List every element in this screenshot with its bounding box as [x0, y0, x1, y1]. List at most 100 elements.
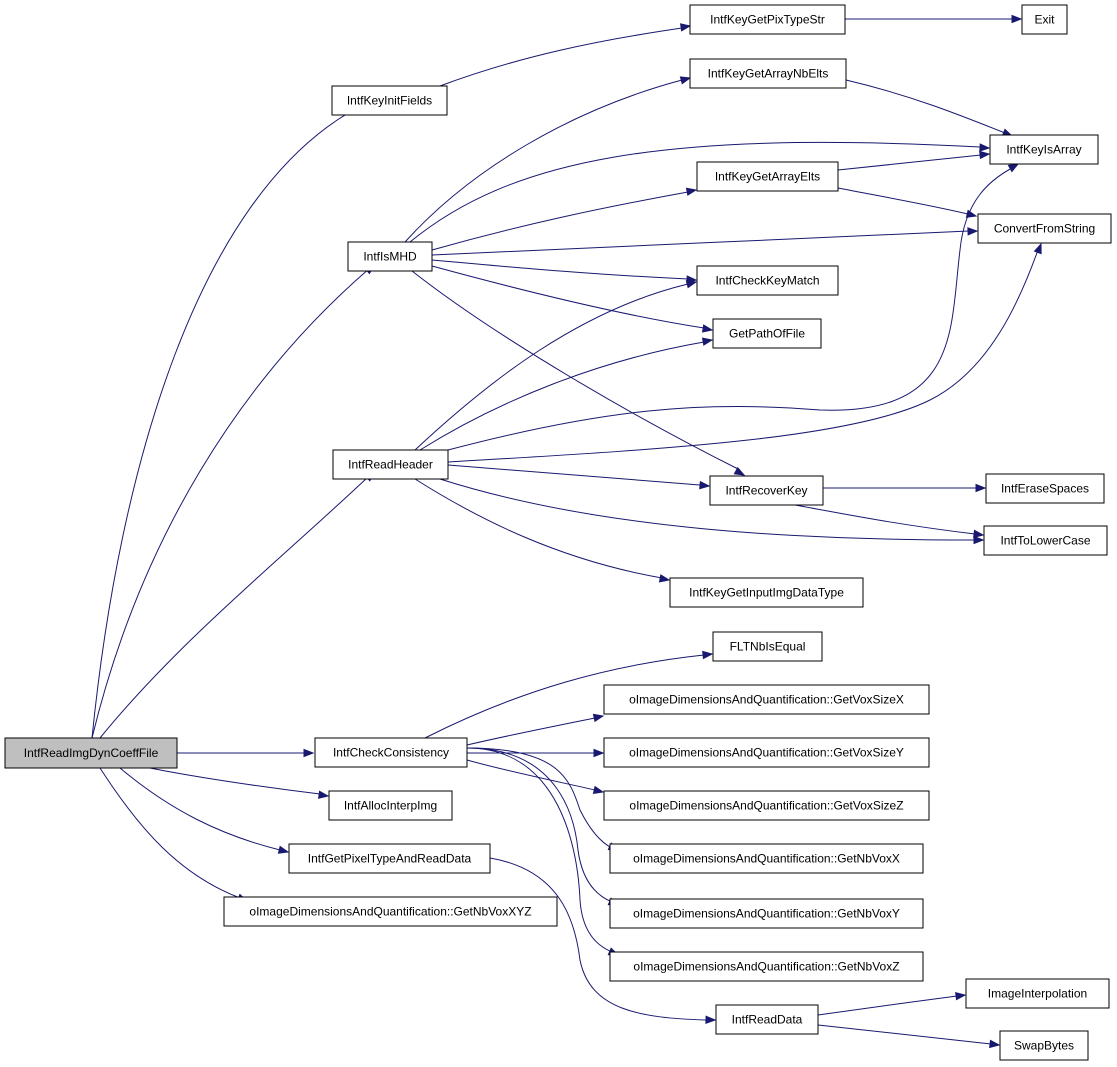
edge-line	[466, 747, 613, 953]
node-checkkey[interactable]: IntfCheckKeyMatch	[696, 265, 839, 296]
edge-line	[411, 270, 741, 471]
node-box[interactable]	[1021, 4, 1068, 35]
edge-ismhd-to-isarray	[409, 141, 991, 243]
node-box[interactable]	[609, 951, 924, 982]
edge-line	[447, 249, 1039, 463]
node-label: IntfReadHeader	[348, 458, 433, 472]
node-box[interactable]	[331, 85, 448, 116]
edge-root-to-ismhd	[91, 264, 376, 739]
edge-readheader-to-inputtype	[414, 478, 671, 583]
edge-root-to-nbxyz	[99, 767, 249, 902]
node-box[interactable]	[328, 790, 453, 821]
edge-pixtype-to-exit	[845, 14, 1023, 24]
edge-line	[431, 265, 705, 329]
edge-arrowhead	[685, 280, 698, 289]
node-box[interactable]	[4, 737, 178, 769]
node-root[interactable]: IntfReadImgDynCoeffFile	[4, 737, 178, 769]
node-box[interactable]	[223, 896, 558, 927]
node-consist[interactable]: IntfCheckConsistency	[314, 737, 468, 768]
node-interp[interactable]: ImageInterpolation	[965, 978, 1110, 1009]
edge-arrowhead	[973, 529, 985, 539]
node-box[interactable]	[977, 213, 1112, 244]
node-nbx[interactable]: oImageDimensionsAndQuantification::GetNb…	[609, 843, 924, 874]
node-swap[interactable]: SwapBytes	[999, 1030, 1089, 1061]
node-box[interactable]	[332, 449, 449, 480]
node-box[interactable]	[603, 684, 930, 715]
node-getpath[interactable]: GetPathOfFile	[712, 318, 822, 349]
node-box[interactable]	[669, 577, 864, 608]
node-label: IntfKeyGetArrayNbElts	[708, 67, 829, 81]
node-box[interactable]	[689, 58, 847, 89]
node-box[interactable]	[983, 525, 1108, 556]
edge-readdata-to-swap	[817, 1024, 1001, 1049]
node-box[interactable]	[609, 843, 924, 874]
edge-arrowhead	[1007, 163, 1020, 173]
node-label: oImageDimensionsAndQuantification::GetNb…	[633, 960, 899, 974]
node-label: oImageDimensionsAndQuantification::GetVo…	[629, 799, 903, 813]
node-readheader[interactable]: IntfReadHeader	[332, 449, 449, 480]
edge-arrowhead	[592, 785, 605, 794]
node-readdata[interactable]: IntfReadData	[715, 1004, 819, 1035]
edge-arrowhead	[277, 845, 290, 854]
node-box[interactable]	[712, 631, 823, 662]
node-voxz[interactable]: oImageDimensionsAndQuantification::GetVo…	[603, 790, 930, 821]
edge-arrowhead	[701, 337, 714, 346]
edge-line	[99, 767, 241, 899]
edge-line	[837, 154, 982, 171]
node-box[interactable]	[989, 134, 1099, 165]
edge-keyinit-to-pixtype	[439, 23, 692, 87]
node-box[interactable]	[965, 978, 1110, 1009]
edge-line	[404, 79, 683, 243]
node-box[interactable]	[689, 4, 846, 35]
node-nbxyz[interactable]: oImageDimensionsAndQuantification::GetNb…	[223, 896, 558, 927]
node-box[interactable]	[712, 318, 822, 349]
node-exit[interactable]: Exit	[1021, 4, 1068, 35]
node-ismhd[interactable]: IntfIsMHD	[347, 241, 433, 272]
edge-line	[447, 167, 1013, 451]
node-box[interactable]	[696, 161, 839, 192]
node-box[interactable]	[314, 737, 468, 768]
edge-line	[794, 504, 976, 535]
node-box[interactable]	[347, 241, 433, 272]
node-isarray[interactable]: IntfKeyIsArray	[989, 134, 1099, 165]
node-pixtype[interactable]: IntfKeyGetPixTypeStr	[689, 4, 846, 35]
node-label: IntfKeyIsArray	[1006, 143, 1081, 157]
node-nbz[interactable]: oImageDimensionsAndQuantification::GetNb…	[609, 951, 924, 982]
node-voxy[interactable]: oImageDimensionsAndQuantification::GetVo…	[603, 737, 930, 768]
node-lower[interactable]: IntfToLowerCase	[983, 525, 1108, 556]
node-box[interactable]	[999, 1030, 1089, 1061]
edge-line	[817, 995, 958, 1016]
node-voxx[interactable]: oImageDimensionsAndQuantification::GetVo…	[603, 684, 930, 715]
node-alloc[interactable]: IntfAllocInterpImg	[328, 790, 453, 821]
node-convert[interactable]: ConvertFromString	[977, 213, 1112, 244]
node-box[interactable]	[609, 898, 924, 929]
node-label: oImageDimensionsAndQuantification::GetNb…	[633, 852, 900, 866]
node-label: FLTNbIsEqual	[730, 640, 806, 654]
node-box[interactable]	[603, 737, 930, 768]
node-box[interactable]	[715, 1004, 819, 1035]
node-label: IntfKeyGetArrayElts	[715, 170, 820, 184]
node-box[interactable]	[696, 265, 839, 296]
node-recover[interactable]: IntfRecoverKey	[709, 475, 824, 506]
node-box[interactable]	[288, 843, 491, 874]
node-erase[interactable]: IntfEraseSpaces	[985, 473, 1105, 504]
node-box[interactable]	[603, 790, 930, 821]
edge-arrayelts-to-isarray	[837, 150, 991, 171]
node-nby[interactable]: oImageDimensionsAndQuantification::GetNb…	[609, 898, 924, 929]
node-fltn[interactable]: FLTNbIsEqual	[712, 631, 823, 662]
node-arrayelts[interactable]: IntfKeyGetArrayElts	[696, 161, 839, 192]
edge-root-to-alloc	[149, 767, 330, 799]
node-box[interactable]	[985, 473, 1105, 504]
edge-arrowhead	[593, 748, 605, 758]
edge-line	[439, 27, 683, 87]
node-box[interactable]	[709, 475, 824, 506]
node-getpixel[interactable]: IntfGetPixelTypeAndReadData	[288, 843, 491, 874]
edge-readdata-to-interp	[817, 992, 967, 1016]
node-inputtype[interactable]: IntfKeyGetInputImgDataType	[669, 577, 864, 608]
edge-ismhd-to-convert	[431, 227, 979, 256]
edge-readheader-to-recover	[447, 464, 711, 490]
node-keyinit[interactable]: IntfKeyInitFields	[331, 85, 448, 116]
edge-arrowhead	[989, 1039, 1001, 1049]
node-arraynb[interactable]: IntfKeyGetArrayNbElts	[689, 58, 847, 89]
